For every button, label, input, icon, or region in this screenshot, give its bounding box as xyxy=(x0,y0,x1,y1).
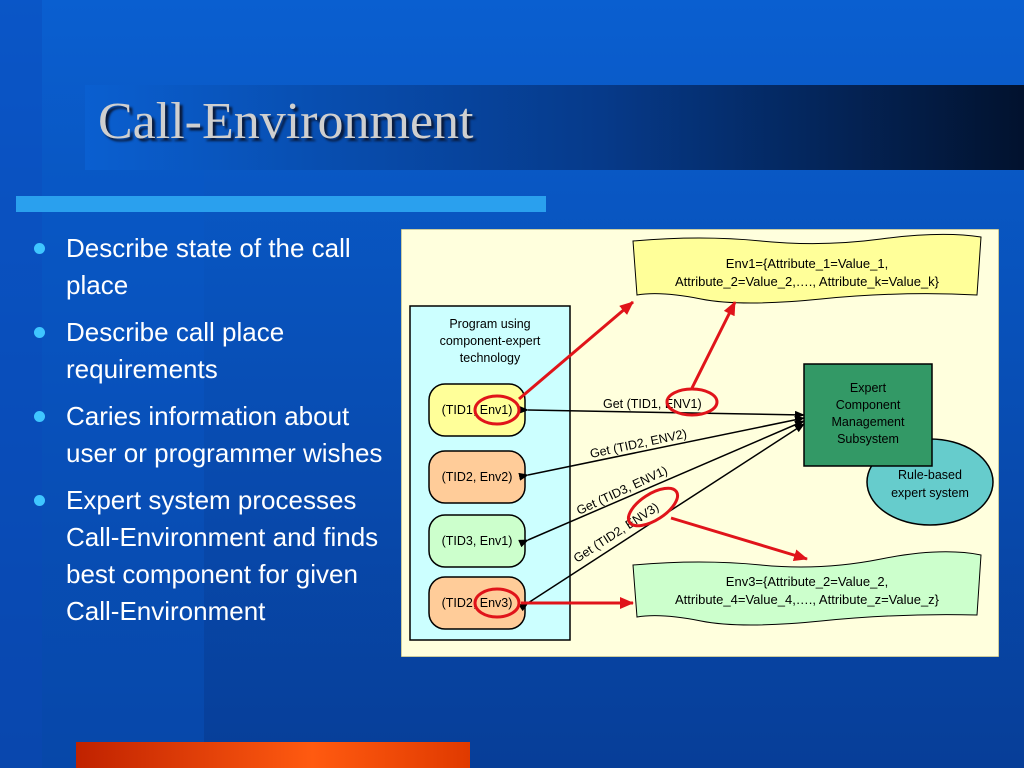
decorative-left-band-inner xyxy=(42,170,204,768)
bullet-text: Caries information about user or program… xyxy=(66,401,383,468)
rule-based-label-line: Rule-based xyxy=(898,468,962,482)
env3-note-line: Attribute_4=Value_4,…., Attribute_z=Valu… xyxy=(675,592,940,607)
tid-node-label: (TID2, Env3) xyxy=(442,596,513,610)
red-arrow-get-to-env1 xyxy=(690,301,737,389)
bullet-item: Describe state of the call place xyxy=(30,230,390,304)
bullet-text: Expert system processes Call-Environment… xyxy=(66,485,379,626)
decorative-bottom-bar xyxy=(76,742,470,768)
get-label-1: Get (TID1, ENV1) xyxy=(603,397,702,411)
bullet-item: Caries information about user or program… xyxy=(30,398,390,472)
red-arrow-tid1-to-env1 xyxy=(518,300,634,401)
highlight-env3-circle xyxy=(473,587,521,619)
tid-node-label: (TID2, Env2) xyxy=(442,470,513,484)
bullet-text: Describe call place requirements xyxy=(66,317,285,384)
tid-node-label: (TID1, Env1) xyxy=(442,403,513,417)
call-environment-diagram: Program using component-expert technolog… xyxy=(401,229,999,657)
title-underline xyxy=(16,196,546,212)
bullet-dot-icon xyxy=(34,327,45,338)
decorative-left-band xyxy=(0,0,42,768)
program-box-label-line: Program using xyxy=(449,317,530,331)
bullet-dot-icon xyxy=(34,495,45,506)
title-band xyxy=(85,85,1024,170)
env1-note-line: Env1={Attribute_1=Value_1, xyxy=(726,256,888,271)
rule-based-label-line: expert system xyxy=(891,486,969,500)
bullet-dot-icon xyxy=(34,243,45,254)
expert-component-management-subsystem xyxy=(803,363,933,467)
env1-note xyxy=(632,233,982,304)
bullet-text: Describe state of the call place xyxy=(66,233,351,300)
highlight-env1-circle xyxy=(473,394,521,426)
bullet-dot-icon xyxy=(34,411,45,422)
bullet-item: Expert system processes Call-Environment… xyxy=(30,482,390,630)
env1-note-line: Attribute_2=Value_2,…., Attribute_k=Valu… xyxy=(675,274,940,289)
bullet-list: Describe state of the call place Describ… xyxy=(30,230,390,640)
red-arrow-get-to-env3 xyxy=(670,516,808,561)
tid-node-label: (TID3, Env1) xyxy=(442,534,513,548)
expert-box-label-line: Management xyxy=(832,415,905,429)
get-arrow-1 xyxy=(518,405,805,419)
highlight-get-env1-circle xyxy=(665,387,719,417)
highlight-get-env3-circle xyxy=(626,486,680,528)
env3-note-line: Env3={Attribute_2=Value_2, xyxy=(726,574,888,589)
expert-box-label-line: Component xyxy=(836,398,901,412)
slide-title: Call-Environment xyxy=(98,93,474,150)
bullet-item: Describe call place requirements xyxy=(30,314,390,388)
expert-box-label-line: Subsystem xyxy=(837,432,899,446)
program-box-label-line: technology xyxy=(460,351,521,365)
program-box-label-line: component-expert xyxy=(440,334,541,348)
expert-box-label-line: Expert xyxy=(850,381,887,395)
